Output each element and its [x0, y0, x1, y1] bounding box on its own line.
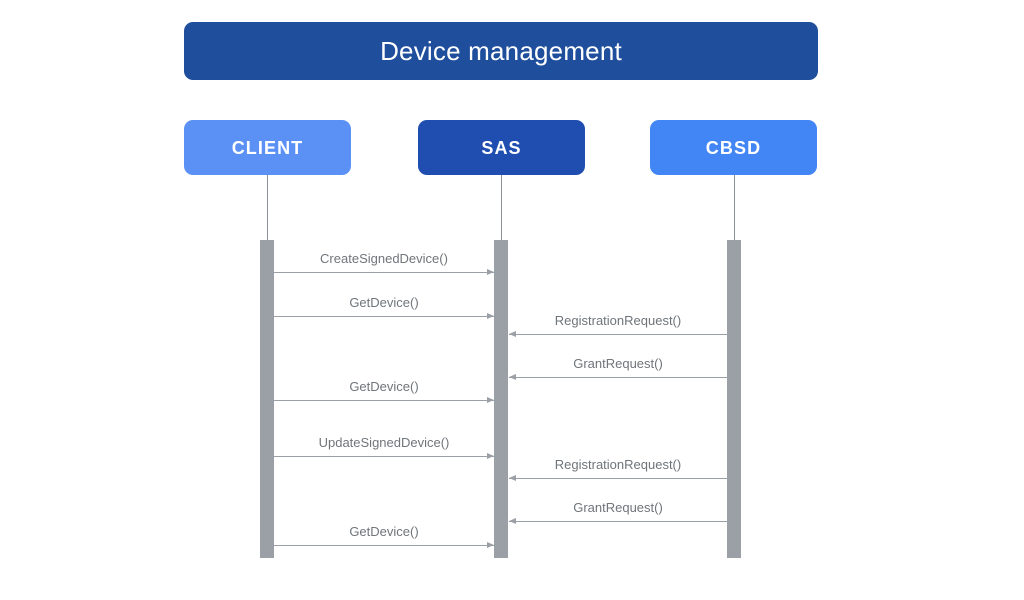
participant-sas-label: SAS: [481, 137, 522, 158]
lifeline-sas: [501, 175, 502, 240]
arrow-right-icon: [487, 397, 494, 403]
message-8-line: [509, 521, 727, 522]
message-2-label: GetDevice(): [349, 294, 419, 310]
lifeline-client: [267, 175, 268, 240]
arrow-right-icon: [487, 313, 494, 319]
arrow-left-icon: [509, 331, 516, 337]
participant-client-label: CLIENT: [231, 137, 304, 158]
message-8-label: GrantRequest(): [573, 499, 663, 515]
message-5-line: [274, 400, 494, 401]
arrow-left-icon: [509, 518, 516, 524]
participant-client[interactable]: CLIENT: [184, 120, 351, 175]
message-3-line: [509, 334, 727, 335]
message-9-label: GetDevice(): [349, 523, 419, 539]
arrow-right-icon: [487, 542, 494, 548]
diagram-title: Device management: [380, 36, 622, 66]
arrow-right-icon: [487, 269, 494, 275]
message-6-label: UpdateSignedDevice(): [318, 434, 450, 450]
message-1-label: CreateSignedDevice(): [320, 250, 448, 266]
lifeline-cbsd: [734, 175, 735, 240]
message-7-label: RegistrationRequest(): [554, 456, 682, 472]
message-3-label: RegistrationRequest(): [554, 312, 682, 328]
diagram-title-bar: Device management: [184, 22, 818, 80]
message-4-line: [509, 377, 727, 378]
arrow-left-icon: [509, 374, 516, 380]
arrow-right-icon: [487, 453, 494, 459]
message-5-label: GetDevice(): [349, 378, 419, 394]
message-7-line: [509, 478, 727, 479]
message-4-label: GrantRequest(): [573, 355, 663, 371]
message-9-line: [274, 545, 494, 546]
activation-bar-cbsd: [727, 240, 741, 558]
message-6-line: [274, 456, 494, 457]
participant-sas[interactable]: SAS: [418, 120, 585, 175]
arrow-left-icon: [509, 475, 516, 481]
activation-bar-client: [260, 240, 274, 558]
message-1-line: [274, 272, 494, 273]
message-2-line: [274, 316, 494, 317]
participant-cbsd[interactable]: CBSD: [650, 120, 817, 175]
activation-bar-sas: [494, 240, 508, 558]
participant-cbsd-label: CBSD: [705, 137, 762, 158]
